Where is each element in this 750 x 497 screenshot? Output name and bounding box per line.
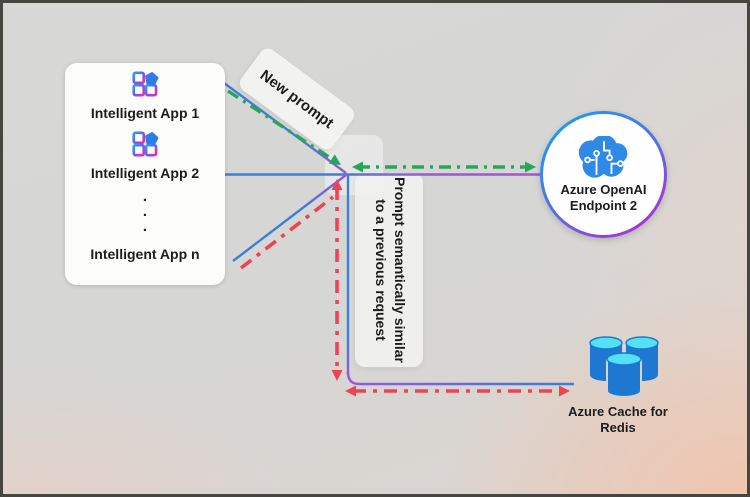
app-icon-pentagon [145, 72, 159, 86]
azure-openai-endpoint-node: Azure OpenAI Endpoint 2 [540, 111, 667, 238]
arrowhead-green-right [525, 161, 536, 173]
app-label-n: Intelligent App n [90, 246, 200, 262]
azure-openai-icon [578, 135, 627, 178]
intelligent-apps-panel: Intelligent App 1 Intelligent App 2 . . … [65, 63, 225, 285]
intelligent-app-icon [132, 71, 159, 97]
intelligent-app-icon [132, 131, 159, 157]
redis-label-line2: Redis [600, 420, 636, 435]
arrowhead-red-down [331, 370, 343, 381]
similar-prompt-line2: to a previous request [373, 199, 389, 341]
endpoint-label-line2: Endpoint 2 [569, 197, 638, 213]
apps-ellipsis: . . . [142, 188, 148, 235]
app-icon-pentagon [145, 132, 159, 146]
flow-similar-diagonal [239, 195, 335, 270]
app-label-2: Intelligent App 2 [90, 165, 200, 181]
similar-prompt-text: Prompt semantically similar to a previou… [369, 170, 409, 370]
arrowhead-red-left [345, 385, 356, 397]
new-prompt-text: New prompt [257, 66, 337, 132]
azure-redis-icon [589, 336, 659, 398]
similar-prompt-line1: Prompt semantically similar [392, 177, 408, 363]
redis-label-line1: Azure Cache for [568, 404, 668, 419]
azure-redis-node: Azure Cache for Redis [559, 333, 677, 436]
endpoint-circle: Azure OpenAI Endpoint 2 [543, 114, 664, 235]
app-label-1: Intelligent App 1 [90, 105, 200, 121]
wire-to-redis [346, 371, 574, 386]
similar-prompt-label: Prompt semantically similar to a previou… [355, 173, 423, 367]
endpoint-label-line1: Azure OpenAI [560, 181, 647, 197]
new-prompt-label: New prompt [236, 44, 358, 154]
